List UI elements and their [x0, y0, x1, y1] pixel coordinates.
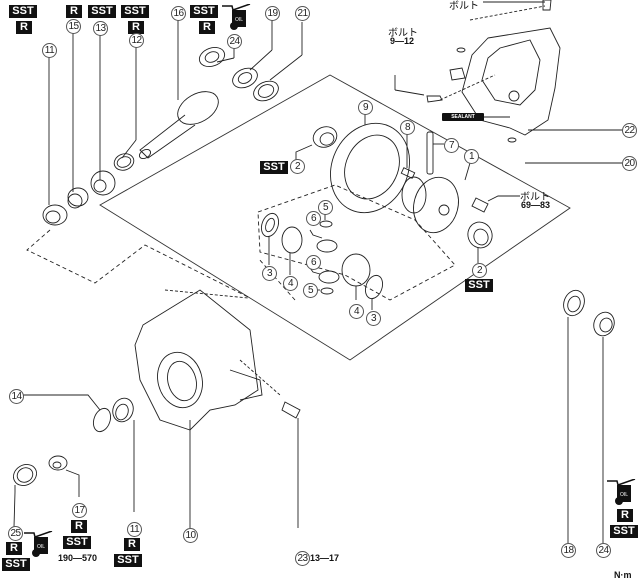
callout-14: 14: [9, 389, 24, 404]
callout-11: 11: [127, 522, 142, 537]
callout-2: 2: [290, 159, 305, 174]
callout-15: 15: [66, 19, 81, 34]
sst-badge: SST: [465, 279, 493, 292]
sst-badge: SST: [88, 5, 116, 18]
callout-5: 5: [303, 283, 318, 298]
callout-18: 18: [561, 543, 576, 558]
bolt-label-cover: ボルト: [388, 28, 418, 39]
oil-can-icon: OIL: [607, 479, 636, 505]
oil-label: OIL: [235, 17, 243, 23]
callout-22: 22: [622, 123, 637, 138]
rear-cover-drawing: [461, 27, 561, 136]
replace-badge: R: [6, 542, 22, 555]
replace-badge: R: [199, 21, 215, 34]
callout-24: 24: [596, 543, 611, 558]
carrier-housing-drawing: [134, 289, 259, 431]
callout-20: 20: [622, 156, 637, 171]
bolt-label-case: ボルト: [520, 192, 550, 203]
callout-23: 23: [295, 551, 310, 566]
callout-13: 13: [93, 21, 108, 36]
sst-badge: SST: [260, 161, 288, 174]
sst-badge: SST: [63, 536, 91, 549]
dashed-outline-gears: [257, 184, 456, 301]
sst-badge: SST: [114, 554, 142, 567]
callout-11: 11: [42, 43, 57, 58]
oil-can-icon: OIL: [24, 531, 53, 557]
callout-8: 8: [400, 120, 415, 135]
callout-6: 6: [306, 211, 321, 226]
callout-2: 2: [472, 263, 487, 278]
sealant-tube-icon: SEALANT: [442, 113, 484, 121]
callout-12: 12: [129, 33, 144, 48]
replace-badge: R: [617, 509, 633, 522]
assembly-outline: [99, 74, 571, 361]
sst-badge: SST: [610, 525, 638, 538]
oil-label: OIL: [620, 492, 628, 498]
callout-7: 7: [444, 138, 459, 153]
replace-badge: R: [128, 21, 144, 34]
unit-label: N·m: [614, 570, 632, 580]
sst-badge: SST: [121, 5, 149, 18]
replace-badge: R: [66, 5, 82, 18]
callout-19: 19: [265, 6, 280, 21]
oil-can-icon: OIL: [222, 4, 251, 30]
callout-10: 10: [183, 528, 198, 543]
sst-badge: SST: [2, 558, 30, 571]
callout-6: 6: [306, 255, 321, 270]
torque-23: 13—17: [310, 553, 340, 563]
callout-9: 9: [358, 100, 373, 115]
callout-25: 25: [8, 526, 23, 541]
replace-badge: R: [71, 520, 87, 533]
sst-badge: SST: [190, 5, 218, 18]
callout-3: 3: [262, 266, 277, 281]
callout-16: 16: [171, 6, 186, 21]
callout-3: 3: [366, 311, 381, 326]
diff-case-drawing: [413, 176, 459, 234]
callout-4: 4: [283, 276, 298, 291]
bolt-label-top: ボルト: [449, 1, 479, 12]
bolt-torque-case: 69—83: [521, 200, 551, 210]
sst-badge: SST: [9, 5, 37, 18]
torque-25-17: 190—570: [58, 553, 98, 563]
callout-21: 21: [295, 6, 310, 21]
callout-24: 24: [227, 34, 242, 49]
bolt-torque-cover: 9—12: [390, 36, 415, 46]
replace-badge: R: [16, 21, 32, 34]
pinion-shaft-drawing: [138, 91, 219, 160]
callout-1: 1: [464, 149, 479, 164]
replace-badge: R: [124, 538, 140, 551]
dashed-outline-pinion: [26, 229, 251, 299]
callout-17: 17: [72, 503, 87, 518]
callout-5: 5: [318, 200, 333, 215]
oil-label: OIL: [37, 544, 45, 550]
callout-4: 4: [349, 304, 364, 319]
